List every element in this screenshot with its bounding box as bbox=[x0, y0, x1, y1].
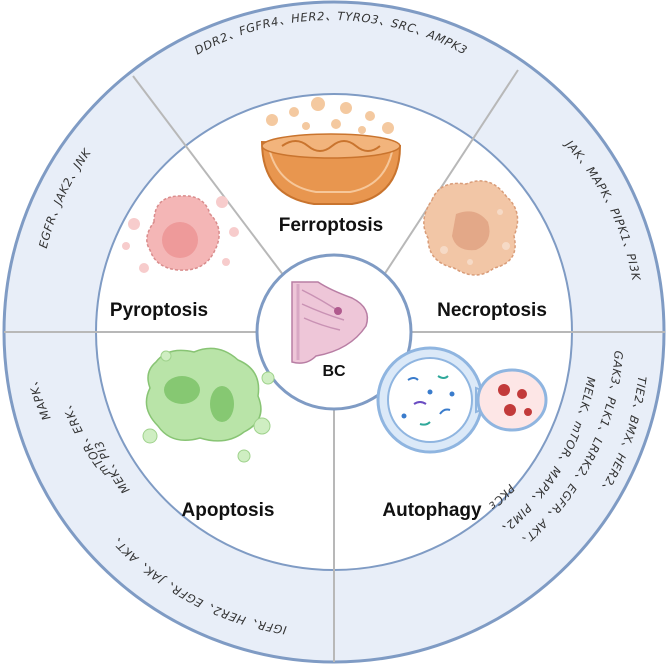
breast-anatomy-icon bbox=[291, 281, 369, 364]
necroptosis-label: Necroptosis bbox=[437, 300, 547, 321]
autophagy-label: Autophagy bbox=[382, 500, 482, 521]
ferroptosis-mitochondrion-icon bbox=[260, 97, 402, 205]
autophagy-vesicle-icon bbox=[376, 346, 548, 454]
apoptosis-label: Apoptosis bbox=[182, 500, 275, 521]
apoptosis-cell-icon bbox=[142, 347, 275, 463]
necroptosis-cell-icon bbox=[423, 180, 519, 276]
ferroptosis-label: Ferroptosis bbox=[279, 215, 384, 236]
section-dividers bbox=[4, 69, 665, 662]
center-label: BC bbox=[322, 363, 346, 380]
pyroptosis-label: Pyroptosis bbox=[110, 300, 208, 321]
pyroptosis-cell-icon bbox=[122, 195, 239, 273]
